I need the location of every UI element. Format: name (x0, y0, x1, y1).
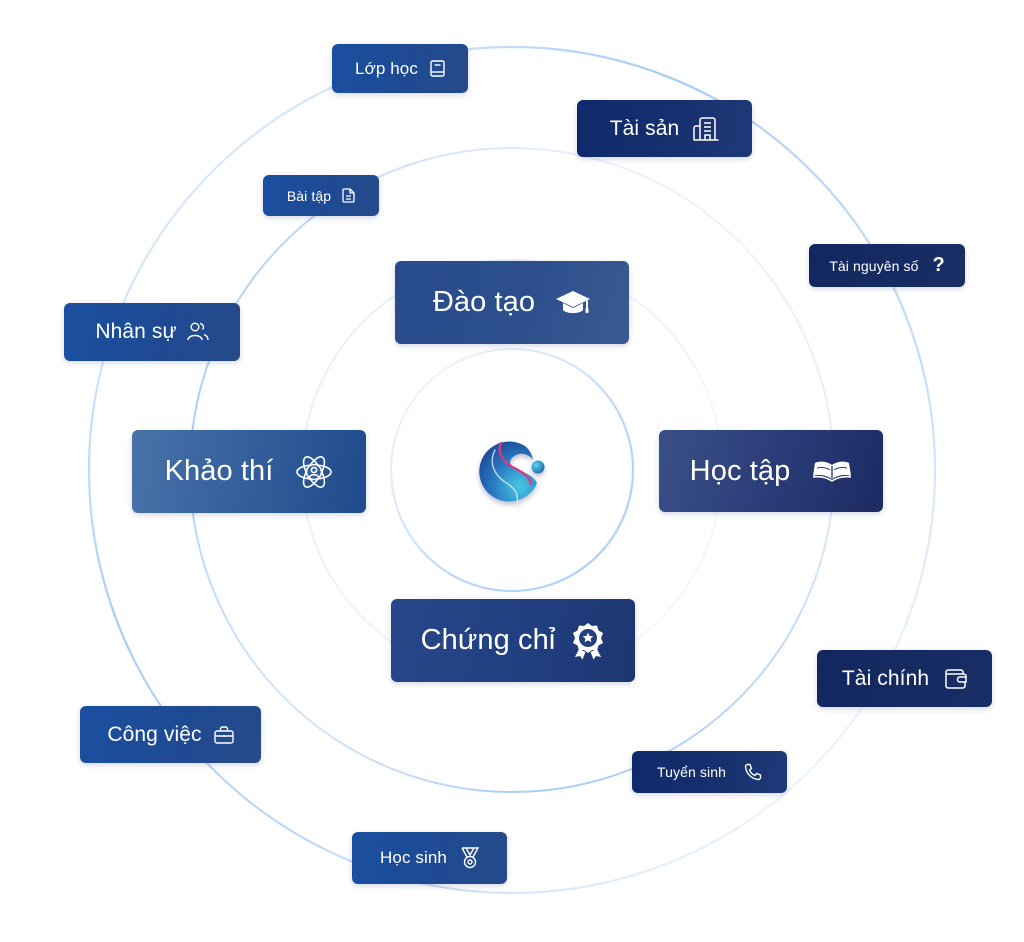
building-icon (693, 116, 719, 141)
module-label: Tài nguyên số (829, 257, 919, 274)
module-label: Đào tạo (432, 286, 536, 318)
document-icon (342, 188, 355, 203)
module-hoc-sinh[interactable]: Học sinh (352, 832, 507, 884)
open-book-icon (812, 460, 852, 482)
module-cong-viec[interactable]: Công việc (80, 706, 261, 763)
module-label: Lớp học (355, 58, 418, 78)
module-label: Công việc (107, 722, 202, 746)
module-label: Chứng chỉ (420, 624, 556, 656)
module-dao-tao[interactable]: Đào tạo (395, 261, 629, 344)
module-bai-tap[interactable]: Bài tập (263, 175, 379, 216)
module-tai-chinh[interactable]: Tài chính (817, 650, 992, 707)
module-chung-chi[interactable]: Chứng chỉ (391, 599, 635, 682)
module-lop-hoc[interactable]: Lớp học (332, 44, 468, 93)
module-label: Học sinh (380, 848, 447, 867)
outer-ring (87, 45, 937, 895)
module-hoc-tap[interactable]: Học tập (659, 430, 883, 512)
book-icon (430, 60, 445, 77)
module-label: Học tập (689, 454, 791, 487)
module-tai-san[interactable]: Tài sản (577, 100, 752, 157)
module-label: Tài chính (841, 666, 930, 690)
module-tuyen-sinh[interactable]: Tuyển sinh (632, 751, 787, 793)
graduation-cap-icon (555, 289, 591, 317)
module-nhan-su[interactable]: Nhân sự (64, 303, 240, 361)
module-tai-nguyen-so[interactable]: Tài nguyên số ? (809, 244, 965, 287)
users-icon (186, 322, 209, 342)
module-khao-thi[interactable]: Khảo thí (132, 430, 366, 513)
inner-ring (389, 347, 635, 593)
module-label: Bài tập (286, 187, 332, 204)
module-label: Tuyển sinh (657, 764, 726, 780)
briefcase-icon (213, 725, 234, 744)
question-icon: ? (932, 254, 945, 276)
module-label: Tài sản (609, 116, 680, 140)
module-label: Khảo thí (164, 455, 274, 487)
module-label: Nhân sự (95, 320, 177, 343)
award-badge-icon (571, 622, 605, 660)
atom-user-icon (295, 452, 333, 492)
app-logo (475, 434, 551, 510)
medal-icon (461, 847, 479, 869)
wallet-icon (945, 668, 967, 689)
phone-icon (744, 763, 762, 781)
